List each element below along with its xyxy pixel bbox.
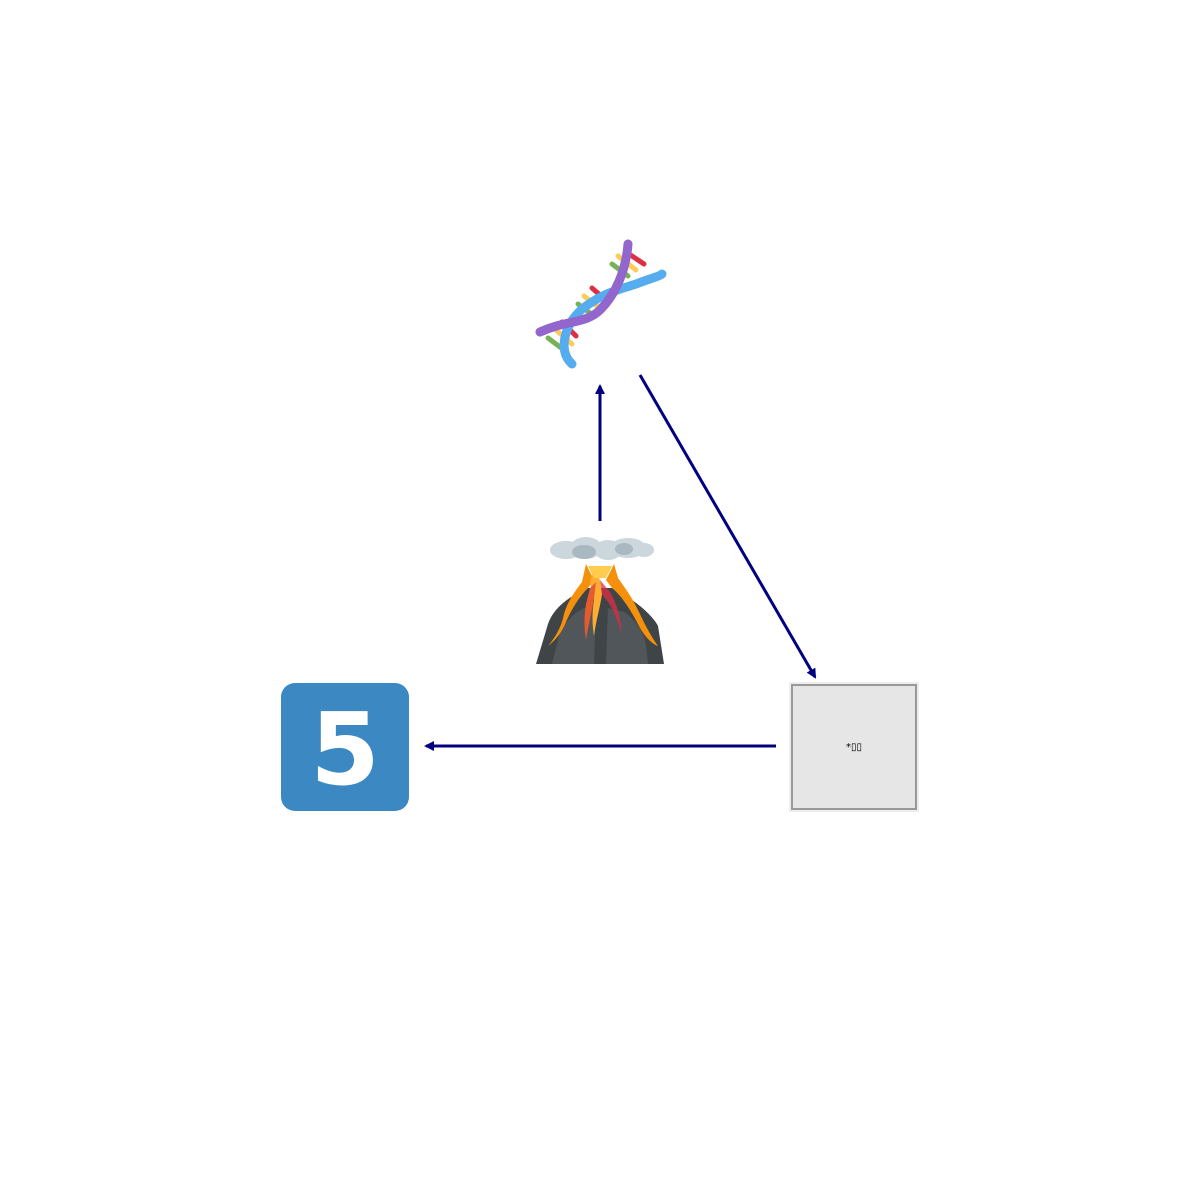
missing-glyph-node: *▯▯	[789, 682, 919, 812]
keycap-label: 5	[310, 691, 380, 808]
dna-icon	[535, 239, 667, 369]
volcano-icon	[536, 537, 664, 664]
edges	[424, 374, 817, 751]
keycap-background	[281, 683, 409, 811]
edge-dna-to-missing	[638, 374, 817, 679]
missing-glyph-box	[791, 684, 917, 810]
missing-glyph-label: *▯▯	[846, 742, 862, 753]
keycap-5-icon: 5	[281, 683, 409, 811]
